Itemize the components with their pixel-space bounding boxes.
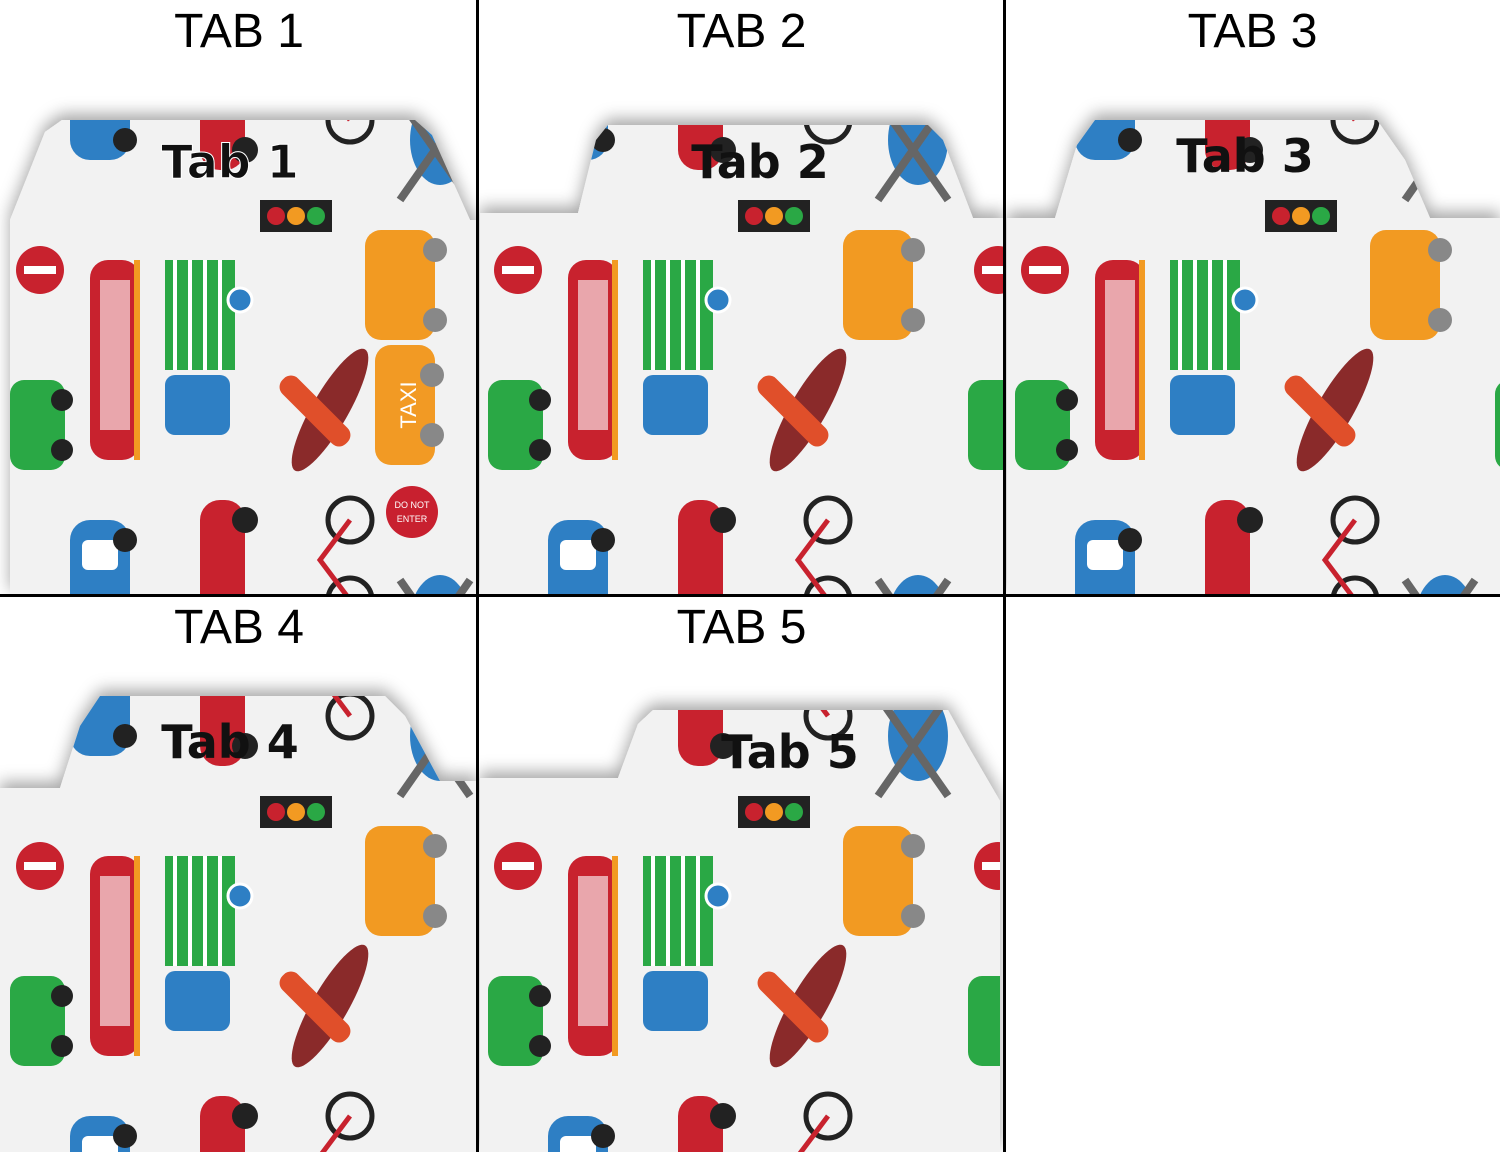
folder-tab-5[interactable]: Tab 5	[478, 596, 1005, 1152]
panel-tab-4: TAB 4 Tab 4	[0, 596, 478, 1152]
panel-tab-2: TAB 2 Tab 2	[478, 0, 1005, 596]
grid-divider	[476, 0, 479, 1152]
empty-cell	[1005, 596, 1500, 1152]
panel-tab-3: TAB 3 Tab 3	[1005, 0, 1500, 596]
tab-label: Tab 2	[691, 135, 828, 189]
folder-tab-1[interactable]: Tab 1 TAXI DO NOT ENTER	[0, 0, 478, 596]
taxi-overlay-icon: TAXI	[375, 345, 444, 465]
taxi-text: TAXI	[396, 381, 421, 428]
folder-tab-4[interactable]: Tab 4	[0, 596, 478, 1152]
tab-label: Tab 4	[161, 715, 298, 769]
panel-header: TAB 5	[676, 601, 807, 654]
panel-header: TAB 1	[174, 5, 304, 58]
do-not-enter-sign-overlay-icon: DO NOT ENTER	[386, 486, 438, 538]
tab-label: Tab 3	[1176, 129, 1313, 183]
folder-tab-3[interactable]: Tab 3	[1005, 0, 1500, 596]
folder-tab-2[interactable]: Tab 2	[478, 0, 1005, 596]
tab-label: Tab 1	[161, 135, 298, 189]
grid-divider	[1003, 0, 1006, 1152]
panel-header: TAB 2	[676, 5, 807, 58]
panel-header: TAB 3	[1187, 5, 1318, 58]
grid-divider	[0, 594, 1500, 597]
sign-text-2: ENTER	[397, 514, 428, 524]
tab-label: Tab 5	[721, 725, 858, 779]
panel-tab-5: TAB 5 Tab 5	[478, 596, 1005, 1152]
panel-tab-1: TAB 1 Tab 1 TAXI DO NOT ENTER	[0, 0, 478, 596]
panel-header: TAB 4	[174, 601, 304, 654]
sign-text-1: DO NOT	[395, 500, 431, 510]
